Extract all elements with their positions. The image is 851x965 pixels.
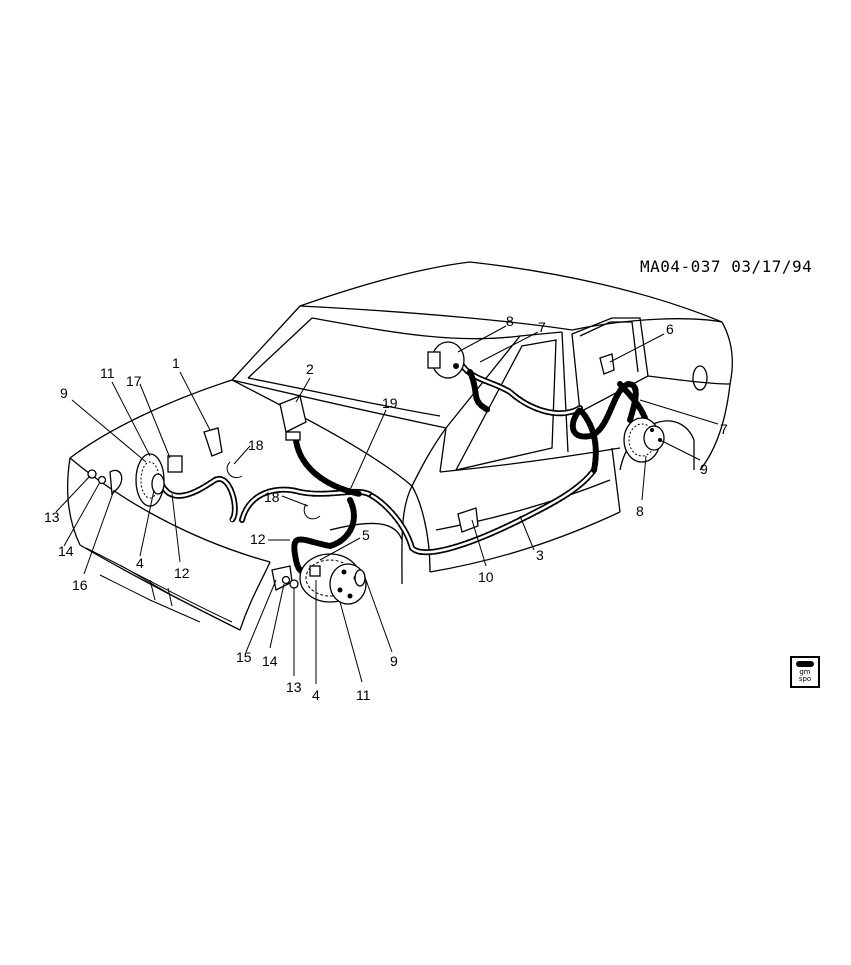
callout-15: 15 bbox=[236, 649, 252, 665]
sensor-bracket bbox=[109, 469, 123, 496]
callout-18: 18 bbox=[248, 437, 264, 453]
abs-control-module bbox=[279, 395, 307, 433]
module-connector bbox=[285, 431, 301, 441]
wheel-speed-sensor bbox=[167, 455, 183, 473]
callout-8: 8 bbox=[636, 503, 644, 519]
callout-9: 9 bbox=[700, 461, 708, 477]
callout-11: 11 bbox=[356, 687, 371, 703]
logo-emblem-icon bbox=[796, 661, 814, 667]
callout-17: 17 bbox=[126, 373, 142, 389]
callout-1: 1 bbox=[172, 355, 180, 371]
callout-7: 7 bbox=[720, 421, 728, 437]
callout-2: 2 bbox=[306, 361, 314, 377]
callout-11: 11 bbox=[100, 365, 115, 381]
brake-wiring-harness bbox=[157, 359, 653, 577]
callout-8: 8 bbox=[506, 313, 514, 329]
logo-text-gm: gm bbox=[799, 668, 811, 676]
harness-clip bbox=[303, 503, 321, 520]
washer bbox=[281, 575, 291, 585]
callout-14: 14 bbox=[58, 543, 74, 559]
rear-wheel-hub bbox=[623, 417, 665, 463]
callout-13: 13 bbox=[44, 509, 60, 525]
callout-18: 18 bbox=[264, 489, 280, 505]
callout-4: 4 bbox=[312, 687, 320, 703]
callout-14: 14 bbox=[262, 653, 278, 669]
callout-4: 4 bbox=[136, 555, 144, 571]
harness-bracket bbox=[457, 507, 479, 533]
callout-leaders bbox=[55, 325, 719, 684]
callout-7: 7 bbox=[538, 319, 546, 335]
washer bbox=[97, 475, 107, 485]
front-right-rotor bbox=[299, 553, 367, 605]
callout-9: 9 bbox=[60, 385, 68, 401]
harness-bracket bbox=[203, 427, 223, 457]
harness-clip bbox=[226, 461, 243, 478]
callout-3: 3 bbox=[536, 547, 544, 563]
bolt bbox=[289, 579, 299, 589]
callout-13: 13 bbox=[286, 679, 302, 695]
callout-5: 5 bbox=[362, 527, 370, 543]
brake-pressure-modulator bbox=[427, 341, 465, 379]
callout-16: 16 bbox=[72, 577, 88, 593]
logo-text-spo: spo bbox=[798, 675, 812, 683]
front-left-rotor bbox=[135, 453, 165, 507]
callout-12: 12 bbox=[174, 565, 190, 581]
callout-labels: 1 2 3 4 4 5 6 7 7 8 8 9 9 9 10 11 11 12 … bbox=[44, 313, 728, 703]
gm-spo-logo: gm spo bbox=[790, 656, 820, 688]
wheel-speed-sensor bbox=[309, 565, 321, 577]
callout-19: 19 bbox=[382, 395, 398, 411]
callout-12: 12 bbox=[250, 531, 266, 547]
callout-6: 6 bbox=[666, 321, 674, 337]
harness-connector bbox=[599, 353, 615, 375]
callout-9: 9 bbox=[390, 653, 398, 669]
drawing-reference: MA04-037 03/17/94 bbox=[640, 257, 812, 276]
callout-10: 10 bbox=[478, 569, 494, 585]
